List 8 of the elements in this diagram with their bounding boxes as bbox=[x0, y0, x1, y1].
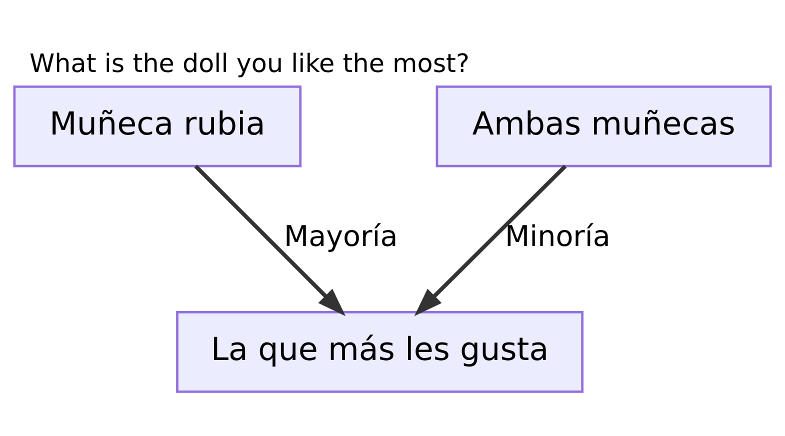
arrow bbox=[414, 164, 567, 316]
edge-label: Minoría bbox=[505, 218, 610, 253]
arrow bbox=[194, 164, 346, 316]
diagram-title: What is the doll you like the most? bbox=[30, 48, 470, 78]
node-box: Muñeca rubia bbox=[13, 84, 302, 167]
node-box: La que más les gusta bbox=[176, 310, 584, 392]
node-box: Ambas muñecas bbox=[436, 84, 772, 167]
edge-label: Mayoría bbox=[284, 218, 398, 253]
